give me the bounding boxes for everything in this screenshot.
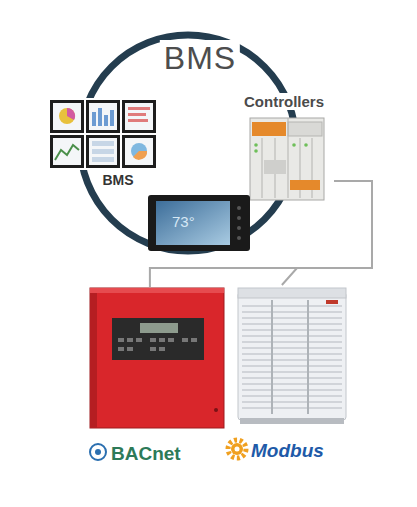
bacnet-emblem [90,444,106,460]
signal-wire [150,181,372,287]
touch-screen [148,195,250,251]
device-node: BACnet [86,287,228,467]
node-label: Controllers [241,93,327,110]
device-node: Modbus [226,285,356,467]
modbus-gear [228,440,246,458]
monitor-wall [48,98,156,170]
fire-alarm-panel [90,288,224,428]
node-label: BACnet [108,443,184,465]
node-label: Modbus [248,440,327,462]
diagram-title: BMS [160,40,240,77]
vrf-outdoor-unit [238,288,346,424]
device-node: BMS [88,172,148,196]
signal-wire [282,181,372,285]
node-label: BMS [99,172,136,188]
screen-reading: 73° [172,213,195,230]
controller-device [250,118,324,200]
device-node: Controllers [234,93,334,203]
